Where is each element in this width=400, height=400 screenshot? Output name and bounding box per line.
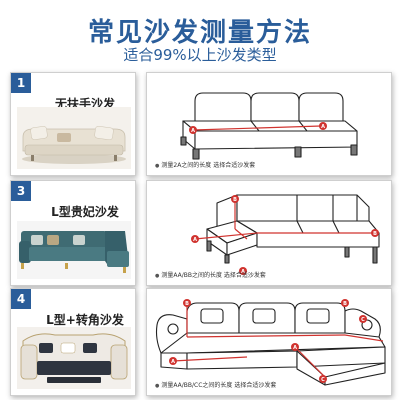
measure-note: 测量AA/BB之间的长度 选择合适沙发套 (155, 270, 266, 279)
measure-diagram-card-l-chaise: B A A B 测量AA/BB之间的长度 选择合适沙发套 (146, 180, 392, 286)
l-corner-sofa-photo (17, 327, 131, 389)
page-subtitle: 适合99%以上沙发类型 (123, 46, 277, 64)
type-number-badge: 4 (11, 289, 31, 309)
measure-diagram-card-l-corner: B B C A A C 测量AA/BB/CC之间的长度 选择合适沙发套 (146, 288, 392, 396)
marker-b: B (233, 197, 237, 203)
marker-a: A (191, 128, 195, 134)
marker-b: B (373, 231, 377, 237)
measure-note: 测量2A之间的长度 选择合适沙发套 (155, 160, 255, 169)
l-chaise-sofa-diagram: B A A B (191, 194, 380, 275)
measure-note: 测量AA/BB/CC之间的长度 选择合适沙发套 (155, 380, 276, 389)
sofa-type-card-l-corner: 4 L型+转角沙发 (10, 288, 136, 396)
armless-sofa-diagram: A A (180, 92, 358, 160)
measure-diagram-card-armless: A A 测量2A之间的长度 选择合适沙发套 (146, 72, 392, 176)
l-corner-sofa-diagram: B B C A A C (155, 299, 386, 386)
l-chaise-sofa-photo (17, 221, 131, 279)
marker-a: A (193, 237, 197, 243)
page-title: 常见沙发测量方法 (87, 18, 312, 48)
type-number-badge: 3 (11, 181, 31, 201)
marker-b: B (185, 301, 189, 307)
marker-b: B (343, 301, 347, 307)
marker-a: A (171, 359, 175, 365)
sofa-type-card-l-chaise: 3 L型贵妃沙发 (10, 180, 136, 286)
marker-c: C (361, 317, 365, 323)
sofa-type-card-armless: 1 无扶手沙发 (10, 72, 136, 176)
marker-a: A (321, 124, 325, 130)
type-number-badge: 1 (11, 73, 31, 93)
marker-a: A (293, 345, 297, 351)
sofa-type-label: L型+转角沙发 (46, 313, 124, 327)
armless-sofa-photo (17, 107, 131, 169)
marker-c: C (321, 377, 325, 383)
sofa-type-label: L型贵妃沙发 (51, 205, 119, 219)
